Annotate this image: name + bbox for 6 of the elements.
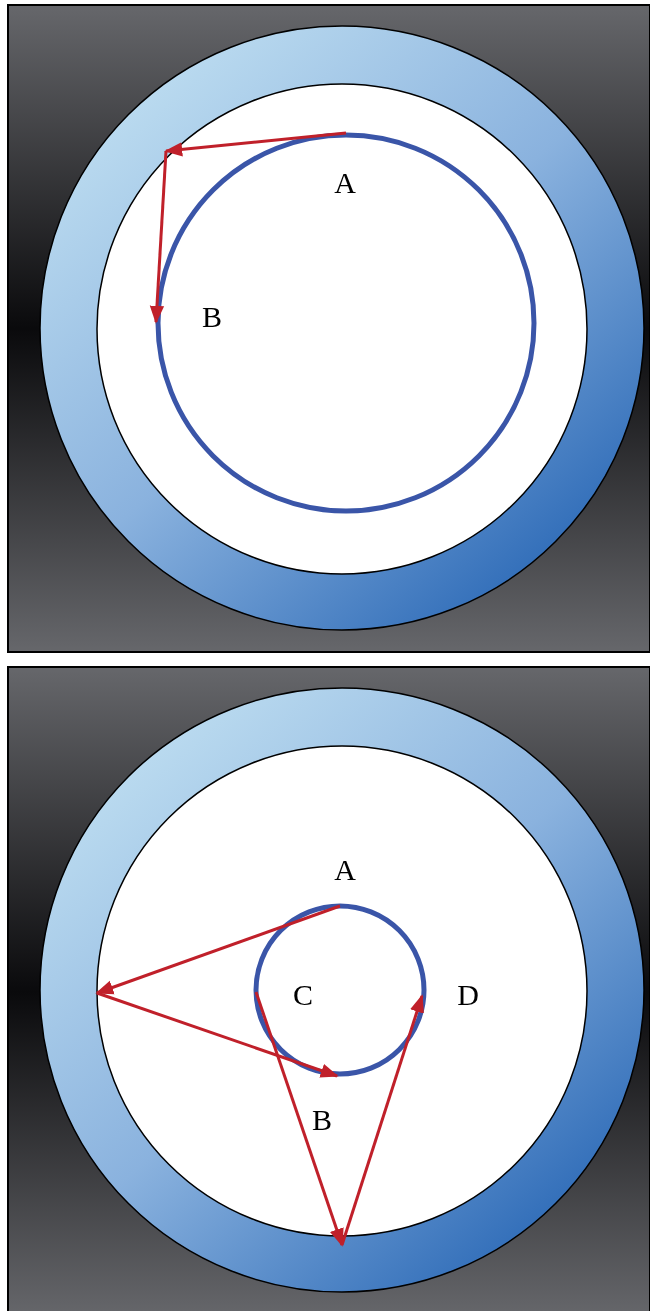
point-label: D [457, 980, 479, 1010]
point-label: A [334, 855, 356, 885]
point-label: C [293, 980, 313, 1010]
point-label: B [202, 302, 222, 332]
point-label: B [312, 1105, 332, 1135]
point-label: A [334, 168, 356, 198]
